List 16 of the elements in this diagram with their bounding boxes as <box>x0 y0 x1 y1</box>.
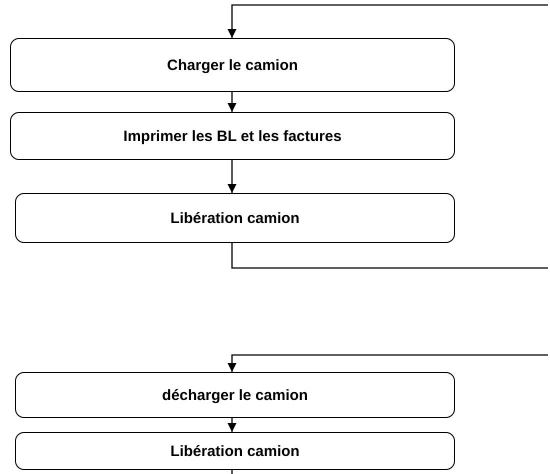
step-text: Libération camion <box>170 210 300 226</box>
step-text: décharger le camion <box>162 386 308 404</box>
connector-line <box>231 243 548 269</box>
process-box <box>15 193 455 243</box>
process-box <box>15 372 455 418</box>
arrow <box>227 354 548 372</box>
step-text: Imprimer les BL et les factures <box>123 128 342 144</box>
arrow <box>227 92 237 112</box>
step-text: Libération camion <box>170 442 300 460</box>
process-box <box>15 432 455 470</box>
step-text: Charger le camion <box>167 56 298 74</box>
arrow <box>227 160 237 193</box>
arrow <box>227 4 548 38</box>
arrow <box>227 418 237 432</box>
process-box <box>10 38 455 92</box>
process-box <box>10 112 455 160</box>
